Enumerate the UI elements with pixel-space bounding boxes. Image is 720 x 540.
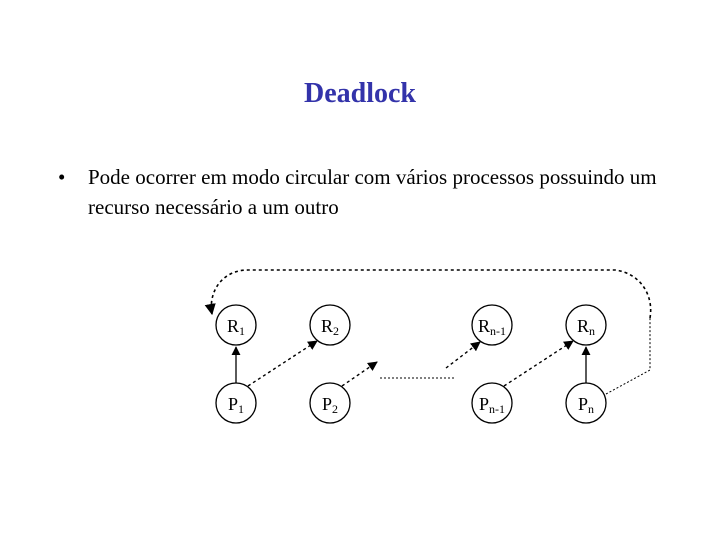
- label-pn-1: Pn-1: [478, 394, 505, 416]
- label-rn-1: Rn-1: [477, 316, 506, 338]
- arrow-pn-1-requests-rn: [503, 340, 574, 387]
- bullet-text: Pode ocorrer em modo circular com vários…: [88, 165, 657, 219]
- resource-node-rn-1: [471, 304, 513, 346]
- arrow-p2-requests-next: [341, 361, 378, 387]
- resource-node-r1: [215, 304, 257, 346]
- bullet-icon: •: [58, 165, 66, 189]
- label-r1: R1: [226, 316, 245, 338]
- resource-node-rn: [565, 304, 607, 346]
- resource-node-r2: [309, 304, 351, 346]
- label-rn: Rn: [576, 316, 595, 338]
- label-p1: P1: [227, 394, 244, 416]
- loop-from-pn: [605, 318, 651, 395]
- label-r2: R2: [320, 316, 339, 338]
- slide-title: Deadlock: [304, 78, 416, 109]
- process-node-p2: [309, 382, 351, 424]
- label-pn: Pn: [577, 394, 594, 416]
- label-p2: P2: [321, 394, 338, 416]
- arrow-prev-requests-rn-1: [445, 341, 481, 369]
- process-node-pn-1: [471, 382, 513, 424]
- arrow-p1-requests-r2: [247, 340, 318, 387]
